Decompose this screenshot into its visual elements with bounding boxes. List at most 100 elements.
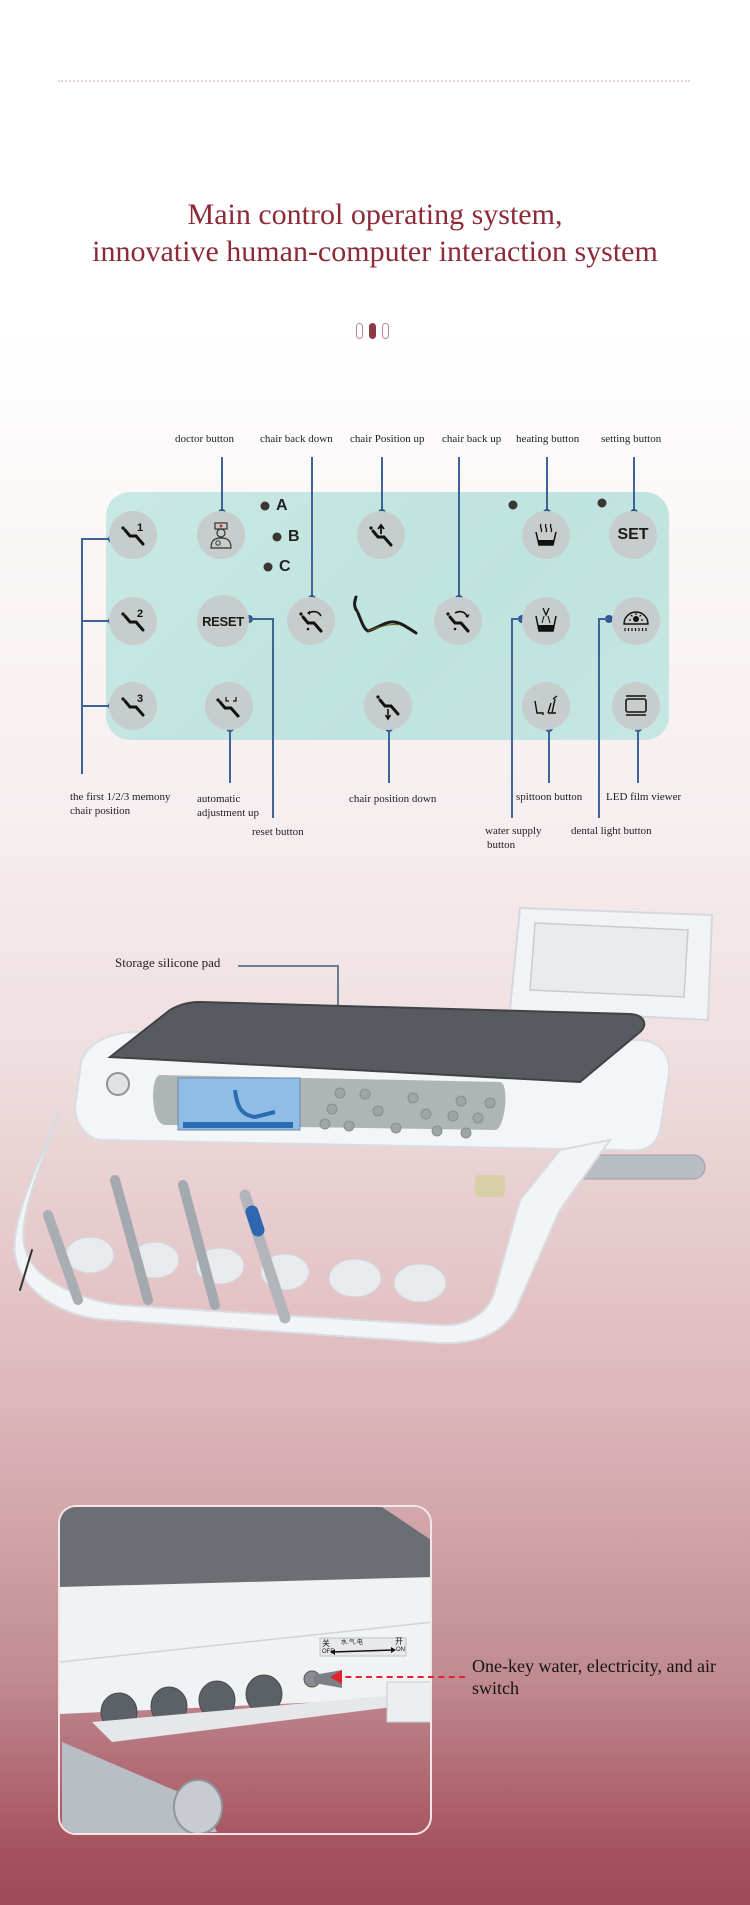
chair-position-down-button[interactable] bbox=[364, 682, 412, 730]
dental-light-button[interactable] bbox=[612, 597, 660, 645]
gauge-icon bbox=[106, 1072, 130, 1096]
leader-line bbox=[598, 618, 609, 620]
doctor-button[interactable] bbox=[197, 511, 245, 559]
setting-button[interactable]: SET bbox=[609, 511, 657, 559]
set-icon: SET bbox=[617, 526, 649, 543]
auto-adjust-icon bbox=[216, 697, 240, 718]
auto-adjust-up-button[interactable] bbox=[205, 682, 253, 730]
memory-label-b: B bbox=[288, 528, 300, 545]
switch-detail-inset: 关 OFF 水.气.电 开 ON bbox=[58, 1505, 432, 1835]
label-water-line-2: button bbox=[487, 839, 516, 851]
leader-line bbox=[546, 457, 548, 513]
svg-text:2: 2 bbox=[137, 608, 143, 620]
memory-bracket-line bbox=[81, 538, 83, 774]
leader-line bbox=[337, 965, 339, 1015]
leader-line bbox=[238, 965, 338, 967]
doctor-icon bbox=[210, 522, 232, 549]
switch-on-cn: 开 bbox=[395, 1637, 403, 1646]
chair-position-up-button[interactable] bbox=[357, 511, 405, 559]
leader-line bbox=[511, 618, 513, 818]
chair-memory-3-icon: 3 bbox=[121, 693, 145, 717]
label-memory-line-2: chair position bbox=[70, 805, 131, 817]
leader-line bbox=[548, 728, 550, 783]
carousel-dot-1[interactable] bbox=[356, 323, 363, 339]
chair-back-up-button[interactable] bbox=[434, 597, 482, 645]
leader-line bbox=[388, 728, 390, 783]
heating-indicator-led bbox=[508, 500, 518, 510]
film-viewer-icon bbox=[625, 695, 647, 716]
leader-line bbox=[511, 618, 522, 620]
heating-icon bbox=[535, 523, 557, 546]
leader-line bbox=[311, 457, 313, 599]
callout-dashed-line bbox=[335, 1676, 465, 1678]
page-title-line-2: innovative human-computer interaction sy… bbox=[92, 235, 658, 268]
chair-back-down-button[interactable] bbox=[287, 597, 335, 645]
reset-icon: RESET bbox=[202, 613, 244, 629]
leader-line bbox=[229, 728, 231, 783]
label-auto-line-2: adjustment up bbox=[197, 807, 260, 819]
label-heating-button: heating button bbox=[516, 433, 580, 445]
svg-text:1: 1 bbox=[137, 522, 143, 534]
label-chair-position-down: chair position down bbox=[349, 793, 437, 805]
switch-off-en: OFF bbox=[322, 1649, 334, 1655]
spittoon-icon bbox=[534, 695, 558, 715]
memory-2-button[interactable]: 2 bbox=[109, 597, 157, 645]
switch-callout-text: One-key water, electricity, and air swit… bbox=[472, 1656, 716, 1698]
leader-line bbox=[81, 620, 112, 622]
leader-line bbox=[633, 457, 635, 513]
water-supply-button[interactable] bbox=[522, 597, 570, 645]
switch-middle-cn: 水.气.电 bbox=[341, 1639, 363, 1646]
callout-arrow-icon bbox=[330, 1670, 342, 1684]
label-storage-silicone-pad: Storage silicone pad bbox=[115, 955, 221, 970]
switch-detail-photo bbox=[60, 1507, 430, 1833]
handpieces bbox=[19, 1175, 291, 1324]
label-reset-button: reset button bbox=[252, 826, 304, 838]
label-setting-button: setting button bbox=[601, 433, 662, 445]
chair-memory-1-icon: 1 bbox=[121, 522, 145, 546]
memory-1-button[interactable]: 1 bbox=[109, 511, 157, 559]
memory-label-c: C bbox=[279, 558, 291, 575]
chair-back-up-icon bbox=[446, 610, 470, 633]
label-chair-position-up: chair Position up bbox=[350, 433, 425, 445]
led-film-viewer-button[interactable] bbox=[612, 682, 660, 730]
chair-position-down-icon bbox=[376, 695, 400, 721]
leader-line bbox=[81, 705, 112, 707]
leader-line bbox=[221, 457, 223, 513]
chair-position-up-icon bbox=[369, 523, 393, 547]
leader-line bbox=[598, 618, 600, 818]
leader-pin bbox=[605, 615, 613, 623]
leader-line bbox=[272, 618, 274, 818]
label-chair-back-up: chair back up bbox=[442, 433, 502, 445]
dental-instrument-tray-photo bbox=[13, 906, 714, 1345]
carousel-dot-2-active[interactable] bbox=[369, 323, 376, 339]
memory-led-a bbox=[260, 501, 270, 511]
leader-line bbox=[249, 618, 273, 620]
label-doctor-button: doctor button bbox=[175, 433, 234, 445]
memory-led-b bbox=[272, 532, 282, 542]
leader-line bbox=[458, 457, 460, 599]
leader-line bbox=[81, 538, 112, 540]
carousel-indicators bbox=[356, 323, 389, 339]
chair-memory-2-icon: 2 bbox=[121, 608, 145, 632]
label-auto-line-1: automatic bbox=[197, 793, 241, 805]
memory-label-a: A bbox=[276, 497, 288, 514]
spittoon-button[interactable] bbox=[522, 682, 570, 730]
reset-button[interactable]: RESET bbox=[197, 595, 249, 647]
storage-silicone-pad bbox=[107, 1000, 646, 1084]
label-spittoon-button: spittoon button bbox=[516, 791, 583, 803]
tray-knob bbox=[475, 1175, 505, 1197]
chair-logo-icon bbox=[350, 595, 420, 648]
switch-off-cn: 关 bbox=[322, 1639, 330, 1648]
svg-text:3: 3 bbox=[137, 693, 143, 705]
setting-indicator-led bbox=[597, 498, 607, 508]
dotted-divider bbox=[58, 80, 690, 82]
memory-3-button[interactable]: 3 bbox=[109, 682, 157, 730]
leader-line bbox=[637, 728, 639, 783]
heating-button[interactable] bbox=[522, 511, 570, 559]
switch-on-en: ON bbox=[396, 1647, 405, 1653]
carousel-dot-3[interactable] bbox=[382, 323, 389, 339]
page-title-line-1: Main control operating system, bbox=[187, 198, 563, 231]
label-chair-back-down: chair back down bbox=[260, 433, 333, 445]
chair-back-down-icon bbox=[299, 610, 323, 633]
label-memory-line-1: the first 1/2/3 memony bbox=[70, 791, 171, 803]
